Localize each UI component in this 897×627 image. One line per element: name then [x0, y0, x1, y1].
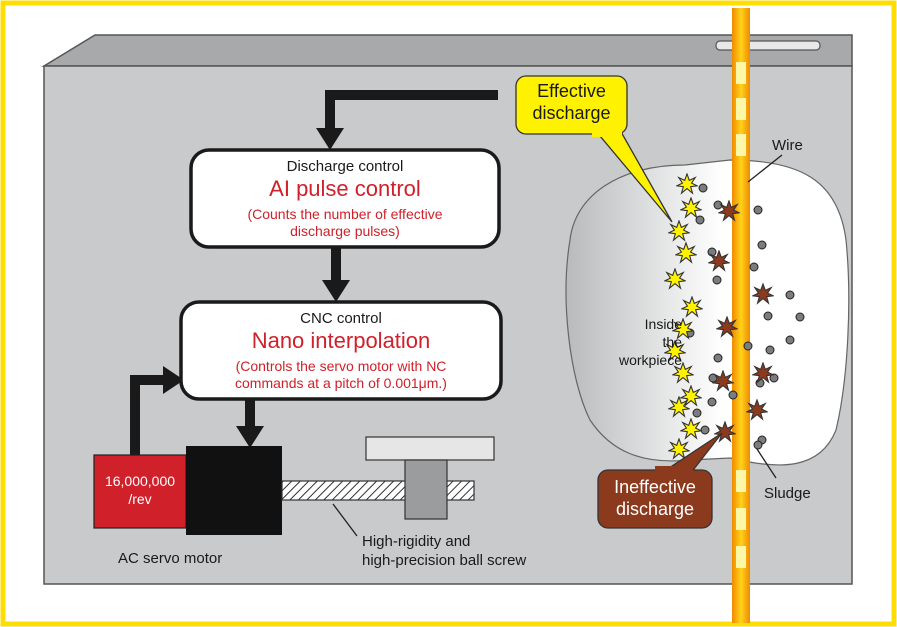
cnc-desc-line2: commands at a pitch of 0.001μm.) [235, 375, 447, 391]
discharge-control-heading: Discharge control [286, 158, 404, 175]
inside-line3: workpiece [618, 352, 682, 368]
discharge-desc-line1: (Counts the number of effective [247, 206, 443, 222]
ineffective-line1: Ineffective [614, 477, 696, 497]
effective-line1: Effective [537, 81, 606, 101]
panel-slot [715, 40, 821, 51]
discharge-desc-line2: discharge pulses) [290, 223, 400, 239]
ball-screw-leader [332, 503, 358, 537]
wire-label: Wire [772, 137, 803, 154]
ineffective-callout-shape [597, 432, 723, 529]
nano-interpolation-title: Nano interpolation [251, 328, 431, 353]
cnc-control-heading: CNC control [300, 310, 382, 327]
encoder-unit: /rev [128, 491, 152, 507]
cnc-control-text: CNC control Nano interpolation (Controls… [181, 302, 501, 399]
ai-pulse-control-title: AI pulse control [269, 176, 421, 201]
encoder-block [93, 454, 187, 529]
table-nut [404, 459, 448, 520]
workpiece-shape [565, 159, 850, 466]
wire [732, 8, 750, 623]
inside-line2: the [662, 334, 682, 350]
sludge-leader [756, 448, 777, 479]
cnc-control-box [179, 300, 503, 401]
inside-line1: Inside [644, 316, 682, 332]
encoder-label: 16,000,000 /rev [94, 472, 186, 508]
ac-servo-motor-label: AC servo motor [118, 550, 223, 567]
servo-motor-block [186, 446, 282, 535]
effective-callout-shape [515, 75, 673, 223]
encoder-resolution: 16,000,000 [104, 473, 176, 489]
ball-screw-label-line2: high-precision ball screw [362, 552, 527, 569]
discharge-control-text: Discharge control AI pulse control (Coun… [191, 150, 499, 247]
ineffective-discharge-callout: Ineffective discharge [598, 476, 712, 520]
table-top [365, 436, 495, 461]
sludge-label: Sludge [764, 485, 811, 502]
sludge-particles [685, 183, 805, 450]
discharge-control-box [189, 148, 501, 249]
inside-workpiece-label: Inside the workpiece [590, 315, 682, 369]
flow-arrows [130, 90, 498, 455]
ineffective-line2: discharge [615, 499, 695, 519]
wire-dashes [736, 62, 746, 568]
wire-leader [747, 154, 783, 183]
effective-discharge-callout: Effective discharge [516, 80, 627, 124]
ball-screw-label-line1: High-rigidity and [362, 533, 471, 550]
effective-line2: discharge [532, 103, 611, 123]
cnc-desc-line1: (Controls the servo motor with NC [235, 358, 447, 374]
